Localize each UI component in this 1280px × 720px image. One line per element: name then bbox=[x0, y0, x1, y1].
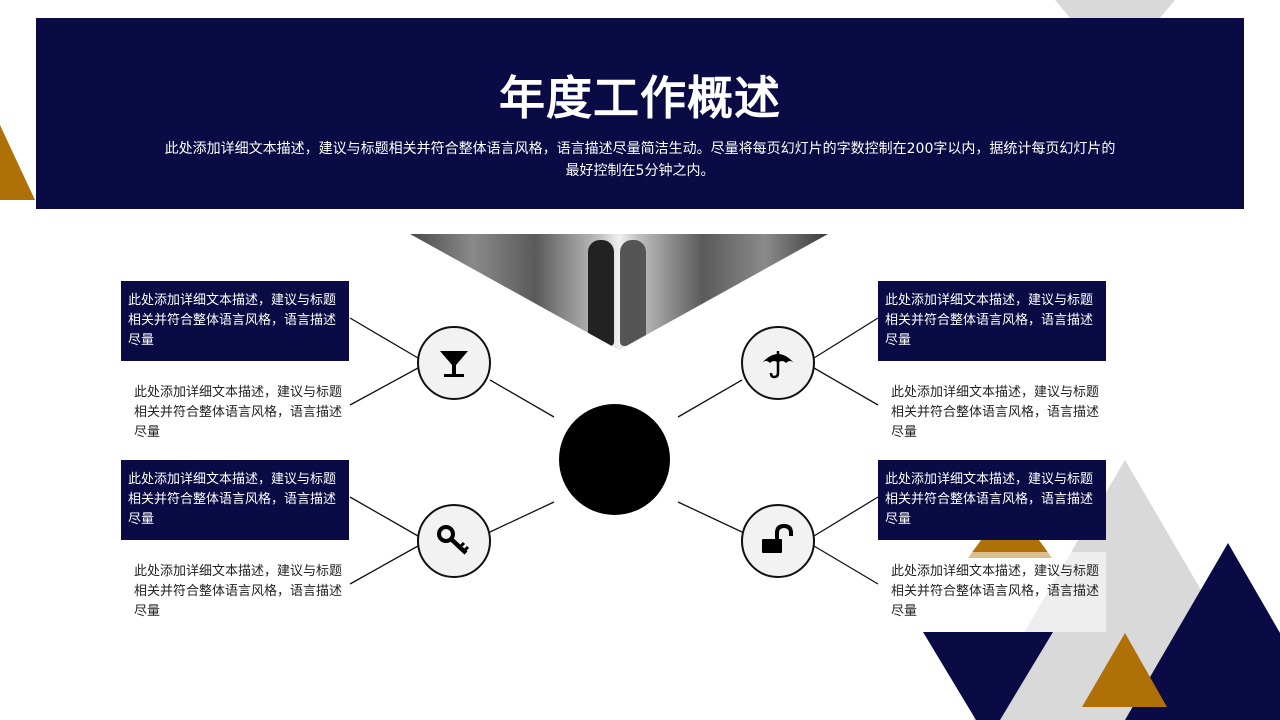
left-top-plain-text: 此处添加详细文本描述，建议与标题相关并符合整体语言风格，语言描述尽量 bbox=[134, 385, 343, 440]
top-gray-triangle bbox=[1055, 0, 1175, 18]
slide-title: 年度工作概述 bbox=[499, 71, 781, 125]
right-top-filled-text: 此处添加详细文本描述，建议与标题相关并符合整体语言风格，语言描述尽量 bbox=[878, 281, 1106, 361]
key-icon bbox=[417, 504, 491, 578]
cocktail-glass-icon bbox=[417, 326, 491, 400]
unlock-icon bbox=[741, 504, 815, 578]
right-bottom-plain-text: 此处添加详细文本描述，建议与标题相关并符合整体语言风格，语言描述尽量 bbox=[878, 552, 1106, 632]
left-bottom-plain-text: 此处添加详细文本描述，建议与标题相关并符合整体语言风格，语言描述尽量 bbox=[134, 564, 343, 619]
person-figure bbox=[588, 240, 614, 346]
person-figure bbox=[620, 240, 646, 346]
left-gold-triangle bbox=[0, 125, 35, 200]
right-top-plain-text: 此处添加详细文本描述，建议与标题相关并符合整体语言风格，语言描述尽量 bbox=[891, 385, 1100, 440]
left-top-filled-text: 此处添加详细文本描述，建议与标题相关并符合整体语言风格，语言描述尽量 bbox=[121, 281, 349, 361]
gold-triangle bbox=[1082, 633, 1167, 707]
slide-subtitle: 此处添加详细文本描述，建议与标题相关并符合整体语言风格，语言描述尽量简洁生动。尽… bbox=[164, 141, 1116, 179]
navy-inverted-triangle bbox=[923, 632, 1053, 720]
connector-lines bbox=[349, 317, 879, 585]
center-hub-circle bbox=[559, 404, 670, 515]
header-banner: 年度工作概述 此处添加详细文本描述，建议与标题相关并符合整体语言风格，语言描述尽… bbox=[36, 18, 1244, 209]
umbrella-icon bbox=[741, 326, 815, 400]
left-bottom-filled-text: 此处添加详细文本描述，建议与标题相关并符合整体语言风格，语言描述尽量 bbox=[121, 460, 349, 540]
navy-triangle bbox=[1125, 543, 1280, 720]
right-bottom-filled-text: 此处添加详细文本描述，建议与标题相关并符合整体语言风格，语言描述尽量 bbox=[878, 460, 1106, 540]
